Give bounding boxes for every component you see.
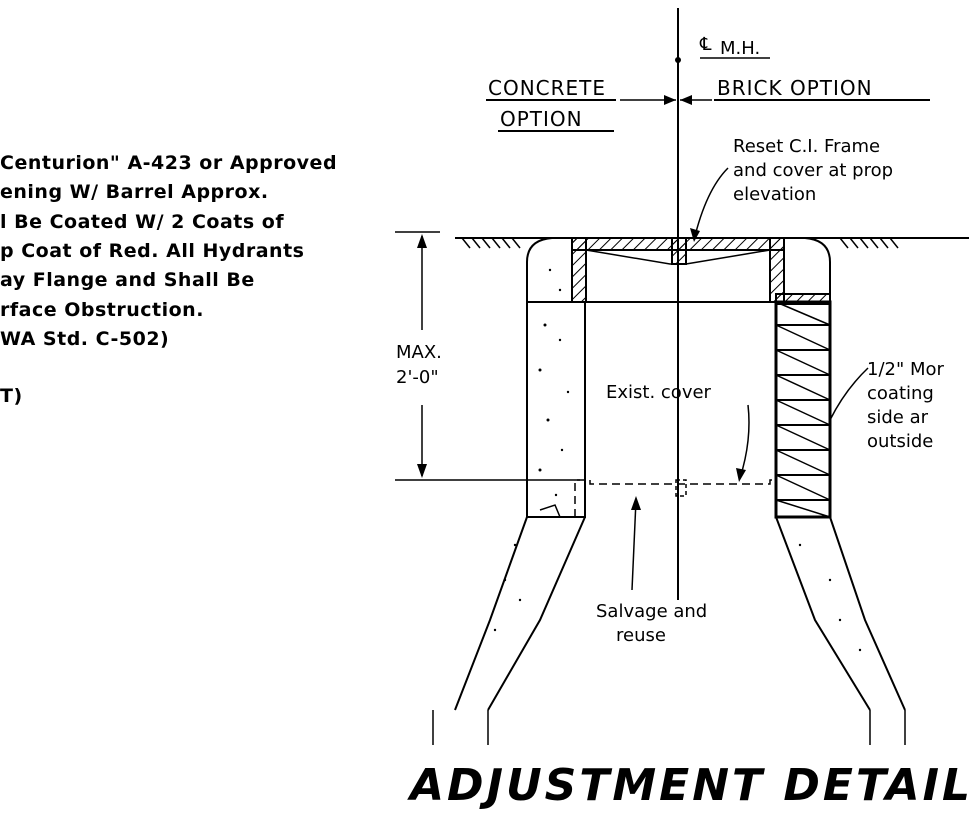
note-line: T) [0,385,23,407]
existing-cover [574,479,776,517]
note-line: rface Obstruction. [0,299,204,321]
mortar-callout: 1/2" Mor coating side ar outside [829,359,945,452]
max-dimension: MAX. 2'-0" [395,231,580,481]
concrete-wall [526,237,586,518]
exist-cover-label: Exist. cover [606,382,712,403]
mortar-label-4: outside [867,431,933,452]
salvage-label-2: reuse [616,625,666,646]
note-line: l Be Coated W/ 2 Coats of [0,211,284,233]
notes-block: Centurion" A-423 or Approved ening W/ Ba… [0,152,337,407]
brick-wall [774,237,832,519]
mortar-label-2: coating [867,383,934,404]
reset-frame-label: Reset C.I. Frame [733,136,880,157]
exist-cover-callout: Exist. cover [606,382,750,482]
reset-frame-label-3: elevation [733,184,816,205]
brick-option-label: BRICK OPTION [717,76,873,100]
max-value: 2'-0" [396,367,439,388]
note-line: Centurion" A-423 or Approved [0,152,337,174]
note-line: WA Std. C-502) [0,328,169,350]
concrete-option-label-2: OPTION [500,107,583,131]
max-label: MAX. [396,342,442,363]
option-labels: CONCRETE OPTION BRICK OPTION [486,76,930,132]
note-line: ay Flange and Shall Be [0,269,255,291]
frame-and-cover [540,237,830,303]
salvage-callout: Salvage and reuse [596,496,707,646]
mortar-label-3: side ar [867,407,929,428]
note-line: p Coat of Red. All Hydrants [0,240,304,262]
reset-frame-label-2: and cover at prop [733,160,893,181]
concrete-option-label: CONCRETE [488,76,606,100]
centerline: ℄ M.H. [675,8,770,600]
drawing-title: ADJUSTMENT DETAIL [407,760,969,811]
cone-section [432,516,906,745]
mortar-label: 1/2" Mor [867,359,945,380]
salvage-label: Salvage and [596,601,707,622]
centerline-label: M.H. [720,38,760,59]
note-line: ening W/ Barrel Approx. [0,181,269,203]
reset-frame-callout: Reset C.I. Frame and cover at prop eleva… [690,136,893,242]
centerline-symbol: ℄ [699,34,712,55]
